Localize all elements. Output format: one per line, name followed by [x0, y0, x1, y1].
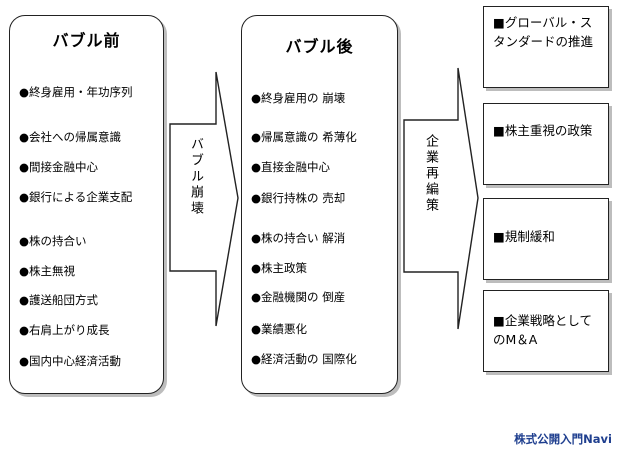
result-box: 企業戦略としてのM＆A: [483, 290, 609, 372]
after-item: 業績悪化: [251, 321, 397, 337]
bullet-icon: [251, 191, 261, 205]
square-bullet-icon: [493, 229, 505, 244]
before-item: 終身雇用・年功序列: [19, 84, 159, 100]
arrow-bubble-collapse-label: バブル崩壊: [188, 137, 203, 217]
arrow-restructuring: [403, 67, 479, 330]
bullet-icon: [251, 322, 261, 336]
bullet-icon: [19, 323, 29, 337]
bullet-icon: [19, 85, 29, 99]
bullet-icon: [251, 231, 261, 245]
after-item: 金融機関の 倒産: [251, 289, 397, 305]
bullet-icon: [251, 352, 261, 366]
after-item: 終身雇用の 崩壊: [251, 90, 397, 106]
arrow-bubble-collapse: [169, 71, 239, 327]
result-box: グローバル・スタンダードの推進: [483, 6, 609, 88]
bullet-icon: [19, 160, 29, 174]
after-item: 株主政策: [251, 260, 397, 276]
after-bubble-title: バブル後: [285, 37, 354, 56]
bullet-icon: [19, 293, 29, 307]
before-item: 銀行による企業支配: [19, 189, 159, 205]
bullet-icon: [251, 290, 261, 304]
before-bubble-title: バブル前: [52, 31, 121, 50]
before-item: 株主無視: [19, 263, 159, 279]
bullet-icon: [251, 160, 261, 174]
result-box: 規制緩和: [483, 198, 609, 280]
square-bullet-icon: [493, 313, 505, 328]
bullet-icon: [251, 91, 261, 105]
before-item: 右肩上がり成長: [19, 322, 159, 338]
bullet-icon: [19, 190, 29, 204]
after-item: 帰属意識の 希薄化: [251, 129, 397, 145]
bullet-icon: [19, 234, 29, 248]
after-item: 経済活動の 国際化: [251, 351, 397, 367]
before-item: 会社への帰属意識: [19, 129, 159, 145]
bullet-icon: [251, 130, 261, 144]
after-item: 株の持合い 解消: [251, 230, 397, 246]
before-item: 間接金融中心: [19, 159, 159, 175]
after-bubble-panel: バブル後 終身雇用の 崩壊 帰属意識の 希薄化 直接金融中心 銀行持株の 売却 …: [241, 15, 398, 394]
before-item: 護送船団方式: [19, 292, 159, 308]
before-bubble-panel: バブル前 終身雇用・年功序列 会社への帰属意識 間接金融中心 銀行による企業支配…: [9, 15, 164, 394]
bullet-icon: [19, 354, 29, 368]
bullet-icon: [251, 261, 261, 275]
before-item: 国内中心経済活動: [19, 353, 159, 369]
square-bullet-icon: [493, 15, 505, 30]
arrow-restructuring-label: 企業再編策: [423, 134, 438, 214]
result-box: 株主重視の政策: [483, 103, 609, 185]
bullet-icon: [19, 130, 29, 144]
site-credit: 株式公開入門Navi: [514, 432, 612, 446]
square-bullet-icon: [493, 123, 505, 138]
bullet-icon: [19, 264, 29, 278]
before-item: 株の持合い: [19, 233, 159, 249]
after-item: 直接金融中心: [251, 159, 397, 175]
after-item: 銀行持株の 売却: [251, 190, 397, 206]
